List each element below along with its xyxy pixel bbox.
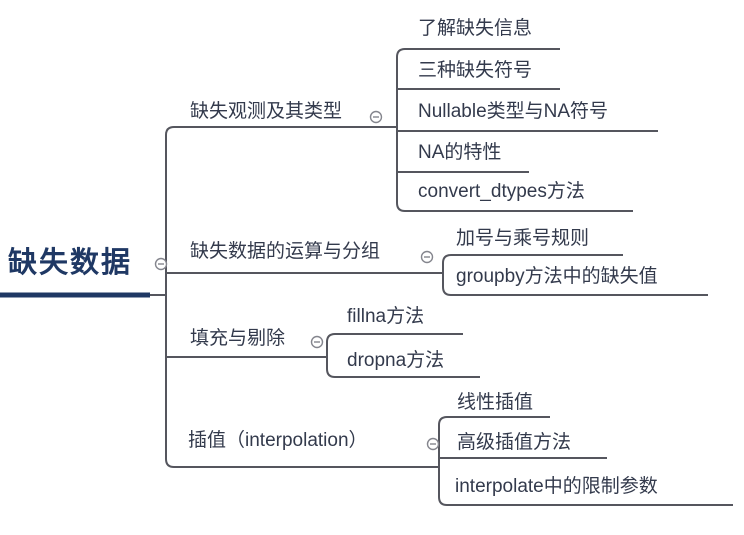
collapse-toggle-branch-4-icon[interactable]	[426, 437, 440, 451]
branch-2-children-spine	[442, 254, 708, 296]
topic-child-1-3[interactable]: Nullable类型与NA符号	[418, 101, 609, 122]
topic-root[interactable]: 缺失数据	[8, 247, 133, 279]
topic-child-3-2[interactable]: dropna方法	[347, 350, 445, 371]
collapse-toggle-branch-3-icon[interactable]	[310, 335, 324, 349]
topic-child-4-3[interactable]: interpolate中的限制参数	[455, 476, 658, 497]
topic-branch-3[interactable]: 填充与剔除	[190, 328, 286, 349]
collapse-toggle-root-icon[interactable]	[154, 257, 168, 271]
topic-branch-2[interactable]: 缺失数据的运算与分组	[190, 241, 381, 262]
topic-child-1-2[interactable]: 三种缺失符号	[418, 60, 533, 81]
topic-child-1-5[interactable]: convert_dtypes方法	[418, 181, 585, 202]
topic-branch-4[interactable]: 插值（interpolation）	[188, 430, 368, 451]
topic-child-3-1[interactable]: fillna方法	[347, 306, 425, 327]
topic-child-1-1[interactable]: 了解缺失信息	[418, 18, 533, 39]
collapse-toggle-branch-2-icon[interactable]	[420, 250, 434, 264]
topic-child-4-1[interactable]: 线性插值	[457, 392, 534, 413]
branch-3-children-spine	[326, 333, 480, 378]
root-spine-line	[165, 126, 439, 468]
topic-branch-1[interactable]: 缺失观测及其类型	[190, 101, 343, 122]
topic-child-4-2[interactable]: 高级插值方法	[457, 432, 572, 453]
branch-4-children-spine	[438, 416, 733, 506]
collapse-toggle-branch-1-icon[interactable]	[369, 110, 383, 124]
topic-child-2-1[interactable]: 加号与乘号规则	[456, 228, 590, 249]
topic-child-1-4[interactable]: NA的特性	[418, 142, 502, 163]
topic-child-2-2[interactable]: groupby方法中的缺失值	[456, 266, 658, 287]
